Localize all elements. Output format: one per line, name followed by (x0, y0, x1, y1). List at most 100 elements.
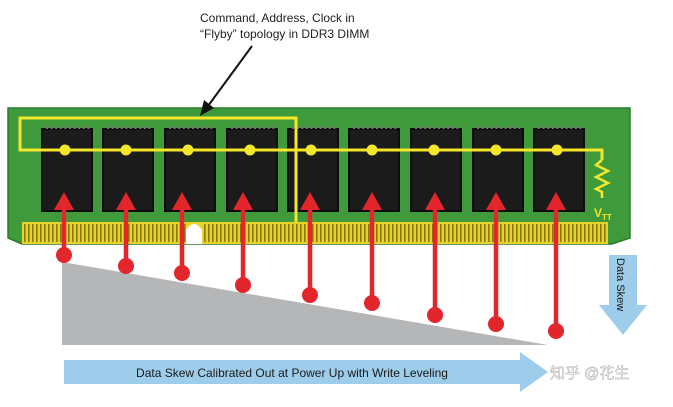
gold-finger (328, 224, 330, 242)
gold-finger (548, 224, 550, 242)
chip-pin (486, 126, 489, 129)
chip-pin (231, 126, 233, 129)
flyby-node-1 (59, 144, 71, 156)
chip-pin (69, 126, 71, 129)
gold-finger (36, 224, 38, 242)
gold-finger (280, 224, 282, 242)
skew-arrow-head (233, 192, 253, 210)
chip-pin (328, 126, 331, 129)
chip-pin (143, 126, 146, 129)
chip-pin (205, 126, 208, 129)
chip-pin (353, 126, 355, 129)
gold-finger (164, 224, 166, 242)
chip-pin (362, 126, 365, 129)
chip-pin (319, 126, 322, 129)
gold-finger (276, 224, 278, 242)
gold-finger (560, 224, 562, 242)
gold-finger (156, 224, 158, 242)
skew-arrow-head (54, 192, 74, 210)
gold-finger (152, 224, 154, 242)
skew-arrow-2 (116, 192, 136, 274)
gold-finger (120, 224, 122, 242)
gold-finger (476, 224, 478, 242)
gold-finger (72, 224, 74, 242)
skew-arrow-origin-dot (118, 258, 134, 274)
chip-pin (244, 126, 247, 129)
side-arrow-label: Data Skew (614, 258, 626, 311)
gold-finger (384, 224, 386, 242)
gold-finger (576, 224, 578, 242)
chip-pin (371, 126, 374, 129)
gold-finger (220, 224, 222, 242)
gold-finger (116, 224, 118, 242)
gold-finger (296, 224, 298, 242)
flyby-node-7 (428, 144, 440, 156)
gold-finger (480, 224, 482, 242)
gold-finger (368, 224, 370, 242)
gold-finger (376, 224, 378, 242)
chip-pin (107, 126, 109, 129)
chip-pin (574, 126, 577, 129)
chip-pin (59, 126, 62, 129)
skew-wedge (62, 262, 548, 345)
chip-pin (134, 126, 137, 129)
gold-finger (148, 224, 150, 242)
gold-finger (340, 224, 342, 242)
chip-pin (389, 126, 392, 129)
chip-pin (579, 126, 582, 129)
gold-finger (524, 224, 526, 242)
skew-arrow-head (172, 192, 192, 210)
gold-finger (68, 224, 70, 242)
gold-finger (108, 224, 110, 242)
skew-arrow-head (362, 192, 382, 210)
flyby-node-4 (244, 144, 256, 156)
chip-pin (333, 126, 336, 129)
gold-finger (348, 224, 350, 242)
flyby-route-line (18, 116, 604, 222)
gold-finger (428, 224, 430, 242)
chip-pin (192, 126, 194, 129)
chip-pin (296, 126, 299, 129)
gold-finger (316, 224, 318, 242)
chip-pin (73, 126, 76, 129)
annotation-line-2: “Flyby” topology in DDR3 DIMM (200, 27, 369, 41)
gold-finger (568, 224, 570, 242)
skew-arrow-origin-dot (302, 287, 318, 303)
chip-pin (301, 126, 304, 129)
gold-finger (456, 224, 458, 242)
gold-finger (60, 224, 62, 242)
gold-finger (500, 224, 502, 242)
gold-finger (448, 224, 450, 242)
termination-resistor-icon (593, 159, 611, 198)
chip-pin (542, 126, 545, 129)
chip-pin (46, 126, 48, 129)
chip-pin (258, 126, 261, 129)
chip-pin (267, 126, 270, 129)
gold-finger (508, 224, 510, 242)
gold-finger (400, 224, 402, 242)
chip-pin (87, 126, 90, 129)
gold-finger (44, 224, 46, 242)
gold-finger (28, 224, 30, 242)
dimm-module (7, 107, 631, 245)
gold-finger (564, 224, 566, 242)
gold-finger (444, 224, 446, 242)
gold-finger (208, 224, 210, 242)
chip-pin (249, 126, 252, 129)
chip-pin (196, 126, 199, 129)
gold-finger (364, 224, 366, 242)
skew-arrow-origin-dot (174, 265, 190, 281)
gold-finger (160, 224, 162, 242)
gold-finger (228, 224, 230, 242)
chip-pin (551, 126, 554, 129)
chip-pin (490, 126, 493, 129)
chip-pin (50, 126, 53, 129)
gold-finger (484, 224, 486, 242)
gold-finger (136, 224, 138, 242)
gold-finger (516, 224, 518, 242)
chip-pin (324, 126, 327, 129)
chip-pin (447, 126, 450, 129)
chip-pin (366, 126, 369, 129)
watermark: 知乎 @花生 (550, 365, 629, 382)
chip-pin (438, 126, 440, 129)
